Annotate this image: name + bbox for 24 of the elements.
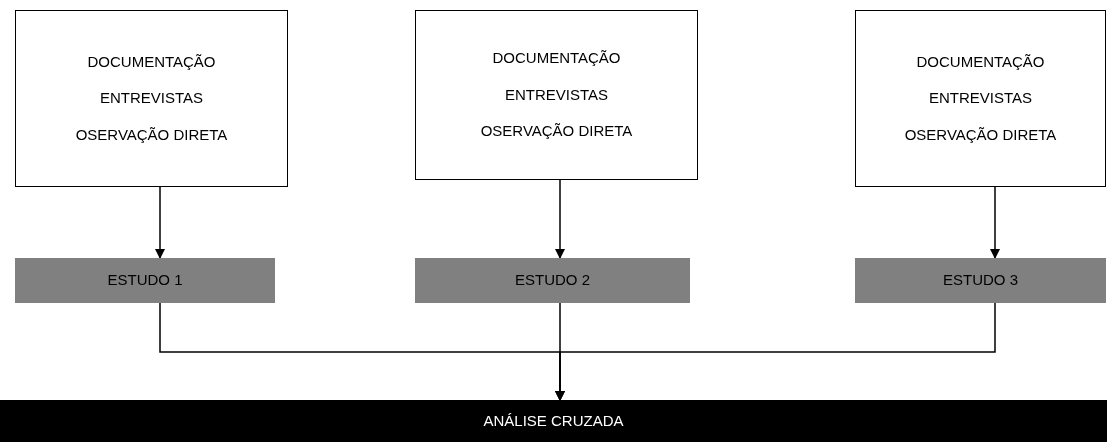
- source-box: [855, 10, 1106, 187]
- node-text: ESTUDO 1: [107, 270, 183, 291]
- node-text: OSERVAÇÃO DIRETA: [904, 124, 1057, 145]
- study-bar: [15, 258, 275, 303]
- study-bar: [855, 258, 1106, 303]
- arrow: [555, 302, 996, 401]
- node-text: ESTUDO 2: [515, 270, 590, 291]
- result-bar: [0, 400, 1107, 442]
- node-text: ENTREVISTAS: [99, 88, 204, 109]
- node-text: ENTREVISTAS: [928, 88, 1033, 109]
- arrow: [990, 186, 1000, 259]
- node-text: DOCUMENTAÇÃO: [492, 48, 621, 69]
- arrow: [555, 179, 565, 259]
- source-box: [15, 10, 288, 187]
- node-text: ESTUDO 3: [943, 270, 1018, 291]
- node-text: DOCUMENTAÇÃO: [87, 51, 216, 72]
- node-text: OSERVAÇÃO DIRETA: [480, 121, 633, 142]
- study-bar: [415, 258, 690, 303]
- node-text: DOCUMENTAÇÃO: [916, 51, 1045, 72]
- node-text: OSERVAÇÃO DIRETA: [75, 124, 228, 145]
- arrow: [155, 186, 165, 259]
- node-text: ANÁLISE CRUZADA: [483, 410, 624, 431]
- source-box: [415, 10, 698, 180]
- node-text: ENTREVISTAS: [504, 84, 609, 105]
